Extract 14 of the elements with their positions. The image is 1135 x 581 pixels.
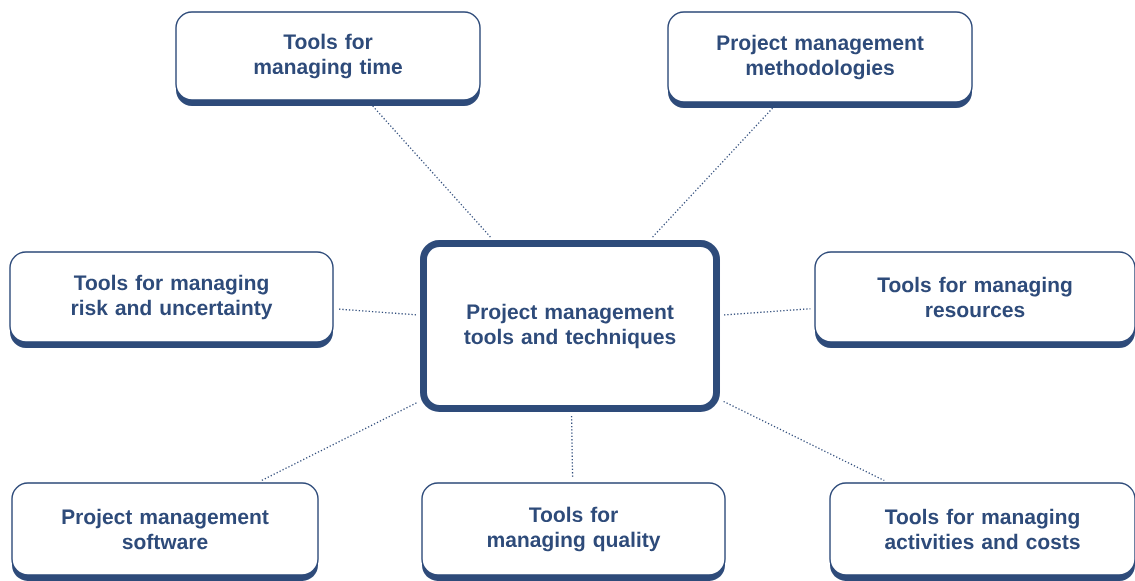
connector [570,415,574,479]
topic-box: Project management software [11,482,319,581]
topic-box: Tools for managing time [175,11,481,106]
central-box: Project management tools and techniques [420,240,720,412]
connector [369,103,492,238]
connector [722,400,885,482]
topic-box: Tools for managing resources [814,251,1135,348]
topic-box: Project management methodologies [667,11,973,108]
topic-box: Tools for managing activities and costs [829,482,1135,581]
connector [337,308,417,316]
topic-box: Tools for managing risk and uncertainty [9,251,334,348]
connector [723,308,811,316]
topic-box: Tools for managing quality [421,482,726,581]
connector [260,402,418,482]
